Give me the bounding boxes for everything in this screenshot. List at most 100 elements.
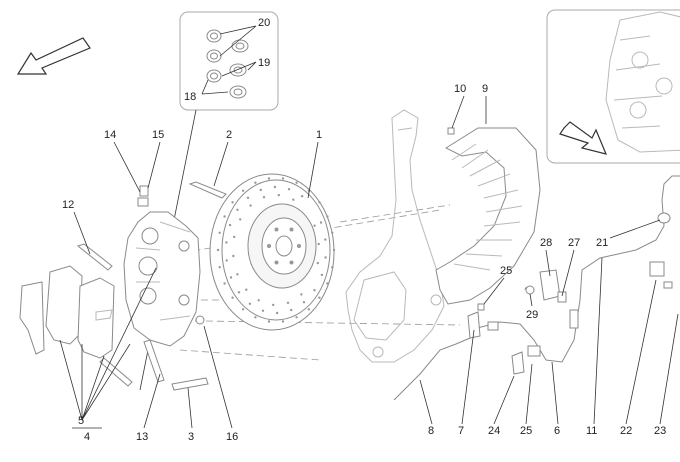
caliper-inset <box>546 9 680 164</box>
disc-hole <box>324 238 327 241</box>
disc-hole <box>228 223 232 227</box>
disc-hole <box>273 185 277 189</box>
label-8: 8 <box>428 425 434 437</box>
disc-hole <box>318 201 321 204</box>
label-18: 18 <box>184 91 196 103</box>
disc-hole <box>300 293 303 296</box>
hub-bolt-hole <box>289 227 294 232</box>
disc-hole <box>249 204 252 207</box>
disc-hole <box>281 320 285 323</box>
disc-hole <box>246 196 250 199</box>
direction-arrow-icon <box>16 37 91 75</box>
hub-bolt-hole <box>297 244 301 248</box>
disc-hole <box>318 296 321 299</box>
label-6: 6 <box>554 425 560 437</box>
disc-hole <box>326 282 329 285</box>
label-16: 16 <box>226 431 238 443</box>
hub-bolt-hole <box>274 260 279 265</box>
disc-hole <box>245 288 248 291</box>
disc-hole <box>231 201 234 204</box>
hub-bolt-hole <box>267 244 271 248</box>
label-28: 28 <box>540 237 552 249</box>
disc-hole <box>257 299 260 302</box>
disc-hole <box>236 208 239 211</box>
hub-bolt-hole <box>274 227 279 232</box>
label-14: 14 <box>104 129 116 141</box>
leader-lines <box>59 95 679 429</box>
label-25a: 25 <box>500 265 512 277</box>
disc-hole <box>324 256 327 259</box>
disc-hole <box>233 235 236 239</box>
hardware <box>76 127 532 391</box>
brake-disc <box>209 173 336 331</box>
label-24: 24 <box>488 425 500 437</box>
disc-hole <box>225 259 228 262</box>
label-3: 3 <box>188 431 194 443</box>
label-29: 29 <box>526 309 538 321</box>
disc-hole <box>275 311 279 315</box>
disc-hole <box>307 308 311 311</box>
disc-hole <box>300 195 304 198</box>
label-15: 15 <box>152 129 164 141</box>
label-13: 13 <box>136 431 148 443</box>
disc-hole <box>225 241 228 244</box>
disc-hole <box>254 181 257 184</box>
disc-hole <box>262 196 266 199</box>
disc-hole <box>316 261 319 265</box>
disc-hole <box>319 221 323 224</box>
label-5: 5 <box>78 415 84 427</box>
disc-hole <box>261 309 265 312</box>
disc-holes <box>216 177 336 323</box>
disc-hole <box>218 266 221 269</box>
label-2: 2 <box>226 129 232 141</box>
label-20: 20 <box>258 17 270 29</box>
disc-hole <box>290 308 293 312</box>
hub-bolt-hole <box>289 260 294 265</box>
disc-hole <box>331 266 334 269</box>
label-1: 1 <box>316 129 322 141</box>
disc-hole <box>241 308 245 311</box>
label-11: 11 <box>586 425 597 437</box>
label-10: 10 <box>454 83 466 95</box>
disc-hole <box>259 188 262 192</box>
label-9: 9 <box>482 83 488 95</box>
disc-hole <box>231 296 234 299</box>
part-number-labels: 1 2 14 15 12 20 19 18 10 9 28 27 21 25 2… <box>62 17 666 443</box>
disc-hole <box>286 301 290 304</box>
label-21: 21 <box>596 237 608 249</box>
disc-hole <box>277 193 280 197</box>
disc-hole <box>267 177 271 180</box>
disc-hole <box>317 242 320 246</box>
disc-hole <box>331 231 334 234</box>
disc-hole <box>218 231 221 234</box>
disc-hole <box>272 303 275 307</box>
steering-knuckle <box>345 109 445 363</box>
disc-hole <box>223 282 226 285</box>
label-25b: 25 <box>520 425 532 437</box>
label-22: 22 <box>620 425 632 437</box>
label-19: 19 <box>258 57 270 69</box>
label-7: 7 <box>458 425 464 437</box>
disc-hole <box>320 273 324 277</box>
disc-hole <box>267 320 271 323</box>
brake-pads <box>19 265 115 359</box>
disc-hole <box>232 254 235 258</box>
disc-hole <box>248 302 252 305</box>
disc-hole <box>287 188 291 191</box>
disc-hole <box>216 248 220 252</box>
label-4: 4 <box>84 431 90 443</box>
brake-lines <box>393 175 680 401</box>
disc-hole <box>295 316 298 319</box>
disc-hole <box>332 248 336 252</box>
disc-hole <box>223 215 226 218</box>
disc-hole <box>281 177 285 180</box>
disc-hole <box>292 198 295 201</box>
disc-hole <box>236 273 239 276</box>
disc-hole <box>239 218 242 221</box>
disc-hole <box>313 224 316 227</box>
disc-hole <box>295 181 298 184</box>
seal-kit-inset <box>139 11 279 391</box>
brake-caliper <box>123 211 201 347</box>
